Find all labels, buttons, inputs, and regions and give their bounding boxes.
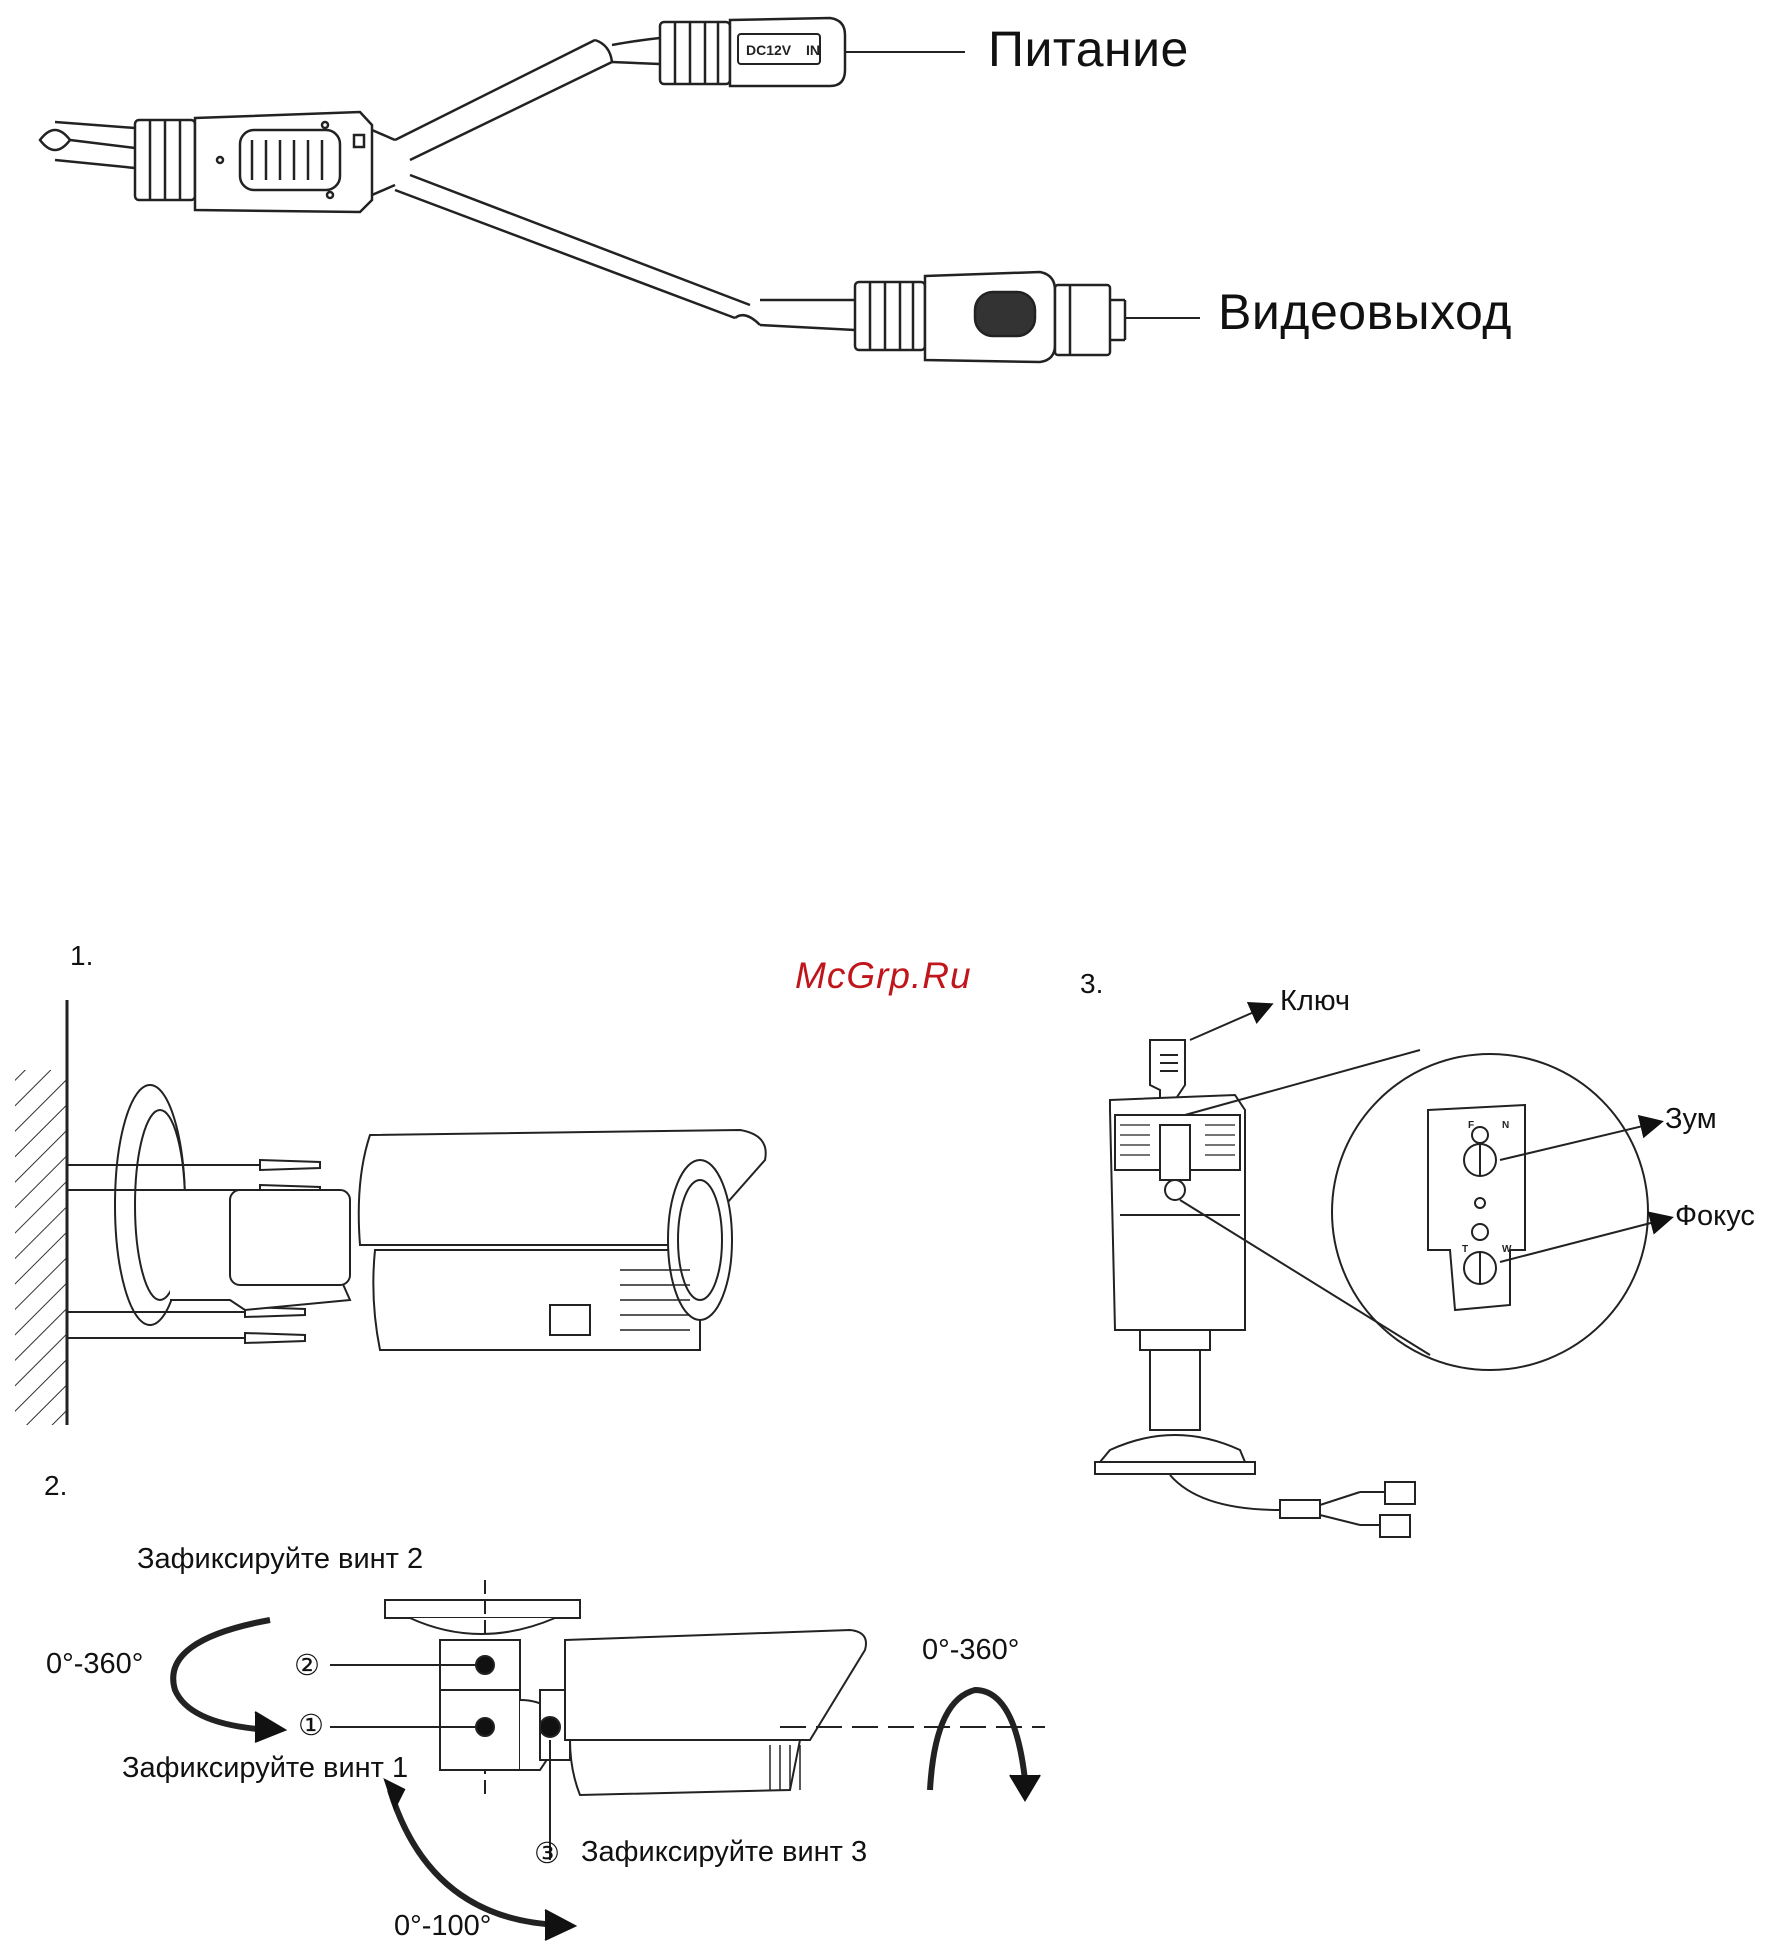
angle-bottom-label: 0°-100° — [394, 1910, 491, 1943]
key-label: Ключ — [1280, 985, 1350, 1018]
step2-number: 2. — [44, 1470, 67, 1502]
watermark-text: McGrp.Ru — [795, 955, 972, 997]
marker-1: ① — [298, 1708, 324, 1743]
detail-label-f: F — [1468, 1120, 1474, 1131]
video-output-label: Видеовыход — [1218, 283, 1512, 341]
marker-2: ② — [294, 1648, 320, 1683]
angle-right-label: 0°-360° — [922, 1634, 1019, 1667]
plug-marking-dc12v: DC12V — [746, 42, 792, 58]
step3-lens-adjust-illustration — [1095, 1005, 1670, 1537]
detail-label-w: W — [1502, 1244, 1512, 1255]
video-branch — [395, 175, 1200, 362]
splitter-body — [195, 112, 395, 212]
step1-number: 1. — [70, 940, 93, 972]
angle-left-label: 0°-360° — [46, 1648, 143, 1681]
main-cable — [40, 122, 135, 168]
fix-screw-2-label: Зафиксируйте винт 2 — [137, 1543, 423, 1576]
power-label: Питание — [988, 20, 1189, 78]
zoom-label: Зум — [1665, 1103, 1717, 1136]
focus-label: Фокус — [1675, 1200, 1755, 1233]
marker-3: ③ — [534, 1836, 560, 1871]
step1-wall-mount-illustration — [15, 1000, 766, 1425]
detail-label-n: N — [1502, 1120, 1509, 1131]
cable-boot — [135, 120, 195, 200]
step3-number: 3. — [1080, 968, 1103, 1000]
power-branch — [395, 18, 965, 160]
fix-screw-3-label: Зафиксируйте винт 3 — [581, 1836, 867, 1869]
fix-screw-1-label: Зафиксируйте винт 1 — [122, 1752, 408, 1785]
plug-marking-in: IN — [806, 42, 820, 58]
detail-label-t: T — [1462, 1244, 1468, 1255]
